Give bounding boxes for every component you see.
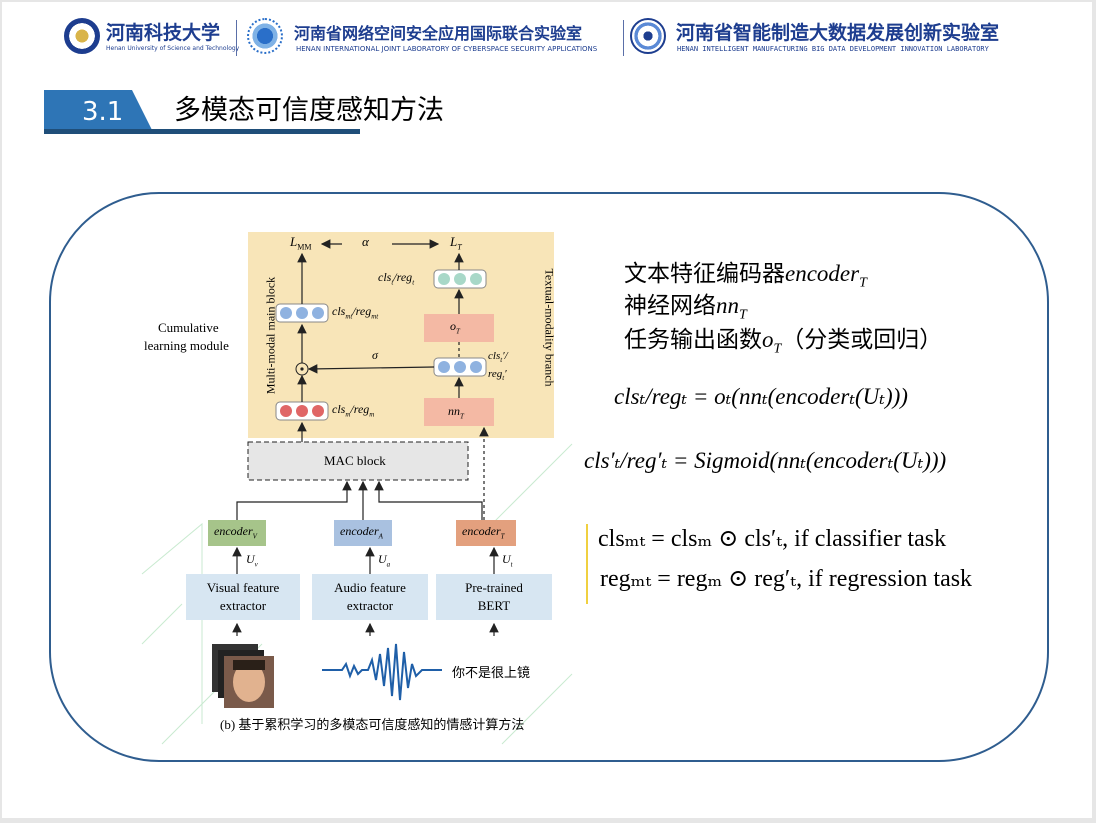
lab1-name-en: HENAN INTERNATIONAL JOINT LABORATORY OF … — [296, 45, 597, 53]
header-banner: 河南科技大学 Henan University of Science and T… — [2, 12, 1092, 64]
cls-prime-label: clst′/ — [488, 350, 508, 364]
sigma-label: σ — [372, 348, 378, 363]
nn-t-label: nnT — [448, 404, 464, 420]
cumulative-label-2: learning module — [144, 338, 229, 354]
lab2-name-en: HENAN INTELLIGENT MANUFACTURING BIG DATA… — [677, 45, 989, 53]
university-name-cn: 河南科技大学 — [106, 18, 220, 45]
architecture-figure: Cumulative learning module Multi-modal m… — [142, 224, 572, 744]
header-divider — [236, 20, 237, 56]
reg-prime-label: regt′ — [488, 368, 507, 382]
textual-branch-label: Textual-modality branch — [542, 243, 557, 413]
university-emblem-icon — [64, 18, 100, 54]
l-mm-label: LMM — [290, 234, 311, 252]
cls-prime-capsule — [434, 358, 486, 376]
header-divider — [623, 20, 624, 56]
cumulative-label-1: Cumulative — [158, 320, 219, 336]
lab1-name-cn: 河南省网络空间安全应用国际联合实验室 — [294, 20, 582, 44]
equation-2: cls′ₜ/reg′ₜ = Sigmoid(nnₜ(encoderₜ(Uₜ))) — [584, 448, 946, 474]
visual-extractor-label-1: Visual feature — [186, 580, 300, 596]
audio-waveform — [322, 644, 442, 700]
mac-block-label: MAC block — [324, 453, 386, 469]
o-t-label: oT — [450, 319, 460, 335]
bert-label-1: Pre-trained — [436, 580, 552, 596]
main-block-label: Multi-modal main block — [264, 261, 279, 411]
face-images — [212, 644, 274, 708]
equation-4: regₘₜ = regₘ ⊙ reg′ₜ, if regression task — [600, 564, 972, 593]
u-a-label: Ua — [378, 552, 390, 568]
cls-t-capsule — [434, 270, 486, 288]
encoder-v-label: encoderV — [214, 524, 257, 540]
audio-extractor-label-1: Audio feature — [312, 580, 428, 596]
sample-text: 你不是很上镜 — [452, 662, 530, 681]
visual-extractor-label-2: extractor — [186, 598, 300, 614]
equation-1: clsₜ/regₜ = oₜ(nnₜ(encoderₜ(Uₜ))) — [614, 384, 908, 410]
cls-m-capsule — [276, 402, 328, 420]
output-function-description: 任务输出函数oT（分类或回归） — [624, 320, 942, 358]
university-name-en: Henan University of Science and Technolo… — [106, 45, 239, 52]
figure-caption: (b) 基于累积学习的多模态可信度感知的情感计算方法 — [220, 714, 524, 733]
audio-extractor-label-2: extractor — [312, 598, 428, 614]
section-underline — [44, 129, 360, 134]
case-brace — [586, 524, 594, 604]
equation-3: clsₘₜ = clsₘ ⊙ cls′ₜ, if classifier task — [598, 524, 946, 553]
section-number: 3.1 — [44, 90, 154, 134]
u-t-label: Ut — [502, 552, 513, 568]
cls-mt-capsule — [276, 304, 328, 322]
alpha-label: α — [362, 234, 369, 250]
cyberspace-lab-icon — [247, 18, 283, 54]
network-description: 神经网络nnT — [624, 286, 747, 324]
encoder-a-label: encoderA — [340, 524, 383, 540]
cls-m-reg-m-label: clsm/regm — [332, 402, 374, 418]
manufacturing-lab-icon — [630, 18, 666, 54]
cls-t-reg-t-label: clst/regt — [378, 270, 414, 286]
bert-label-2: BERT — [436, 598, 552, 614]
l-t-label: LT — [450, 234, 462, 252]
u-v-label: Uv — [246, 552, 258, 568]
cls-mt-reg-mt-label: clsmt/regmt — [332, 304, 378, 320]
lab2-name-cn: 河南省智能制造大数据发展创新实验室 — [676, 18, 999, 45]
encoder-t-label: encoderT — [462, 524, 505, 540]
section-title: 多模态可信度感知方法 — [174, 88, 444, 127]
